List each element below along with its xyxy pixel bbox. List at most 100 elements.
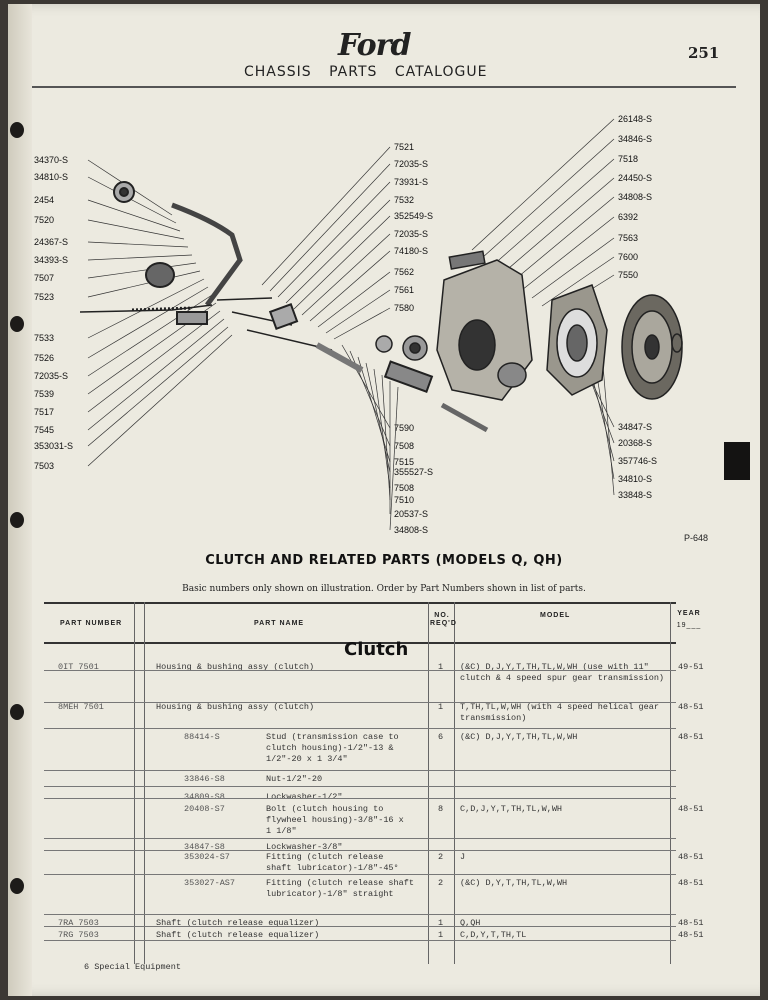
exploded-parts-diagram: 34370-S 34810-S 2454 7520 24367-S 34393-S 7507… [34,114,683,535]
year-cell: 48-51 [678,878,704,888]
callout-label: 34808-S [394,525,428,535]
callout-label: 355527-S [394,467,433,477]
header-part-name: PART NAME [254,620,305,627]
leader-line [501,177,615,275]
leader-line [481,138,615,259]
qty-cell: 1 [438,918,444,928]
callout-label: 34847-S [618,422,652,432]
part-name-cell: Housing & bushing assy (clutch) [156,702,315,712]
callout-label: 34810-S [34,172,68,182]
year-cell: 48-51 [678,852,704,862]
leader-line [521,216,615,291]
leader-line [277,181,391,298]
callout-label: 7580 [394,303,414,313]
part-number-cell: 20408-S7 [184,804,225,814]
qty-cell: 6 [438,732,444,742]
callout-label: 7590 [394,423,414,433]
header-model: MODEL [540,612,571,619]
part-number-cell: 353027-AS7 [184,878,236,888]
table-col-divider [428,602,429,964]
table-top-rule [44,602,676,604]
callout-label: 24367-S [34,237,68,247]
year-cell: 48-51 [678,732,704,742]
binder-hole [10,122,24,138]
callout-label: 26148-S [618,114,652,124]
header-part-number: PART NUMBER [60,620,123,627]
qty-cell: 2 [438,878,444,888]
leader-line [87,219,185,240]
row-rule [44,850,676,851]
callout-label: 7517 [34,407,54,417]
catalogue-page: { "header": { "brand": "Ford", "catalogu… [8,4,760,996]
leader-line [87,326,229,447]
leader-line [541,256,615,307]
clutch-housing-drawing [375,250,683,401]
leader-line [531,237,615,299]
callout-label: 7521 [394,142,414,152]
ford-logo: Ford [338,28,411,63]
leader-line [87,334,233,467]
callout-label: 353031-S [34,441,73,451]
row-rule [44,702,676,703]
callout-label: 7508 [394,441,414,451]
leader-line [87,318,225,431]
part-number-cell: 88414-S [184,732,220,742]
table-col-divider [454,602,455,964]
leader-line [301,233,391,316]
callout-label: 34393-S [34,255,68,265]
qty-cell: 1 [438,930,444,940]
leader-line [87,270,201,298]
callout-label: 7510 [394,495,414,505]
year-cell: 48-51 [678,804,704,814]
callout-label: 7533 [34,333,54,343]
callout-label: 7515 [394,457,414,467]
qty-cell: 1 [438,662,444,672]
callout-label: 7550 [618,270,638,280]
callout-label: 20537-S [394,509,428,519]
callout-label: 34808-S [618,192,652,202]
callout-label: 7523 [34,292,54,302]
leader-line [471,118,615,251]
index-tab [724,442,750,480]
leader-line [87,254,193,261]
model-cell: T,TH,TL,W,WH (with 4 speed helical gear … [460,702,659,723]
binder-hole [10,878,24,894]
callout-label: 7518 [618,154,638,164]
leader-line [325,289,391,334]
model-cell: (&C) D,J,Y,T,TH,TL,W,WH [460,732,578,742]
model-cell: C,D,Y,T,TH,TL [460,930,527,940]
part-name-cell: Shaft (clutch release equalizer) [156,930,320,940]
callout-label: 72035-S [394,159,428,169]
row-rule [44,914,676,915]
binder-edge [8,4,32,996]
year-cell: 48-51 [678,918,704,928]
row-rule [44,940,676,941]
part-number-cell: 7RG 7503 [58,930,99,940]
header-year-sub: 19___ [676,622,702,629]
row-rule [44,926,676,927]
part-number-cell: 8MEH 7501 [58,702,104,712]
callout-label: 20368-S [618,438,652,448]
leader-line [261,146,391,286]
pedal-linkage-drawing [79,181,489,433]
leader-line [389,386,399,531]
callout-label: 2454 [34,195,54,205]
callout-label: 72035-S [394,229,428,239]
binder-hole [10,316,24,332]
catalogue-title: CHASSIS PARTS CATALOGUE [244,64,488,80]
part-name-cell: Fitting (clutch release shaft lubricator… [266,852,399,873]
callout-label: 7507 [34,273,54,283]
callout-label: 352549-S [394,211,433,221]
part-number-cell: 7RA 7503 [58,918,99,928]
callout-label: 7520 [34,215,54,225]
row-rule [44,798,676,799]
callout-label: 7561 [394,285,414,295]
callout-label: 7526 [34,353,54,363]
row-rule [44,770,676,771]
callout-label: 357746-S [618,456,657,466]
callout-label: 34370-S [34,155,68,165]
callouts-right: 26148-S34846-S751824450-S34808-S63927563… [471,114,657,500]
leader-line [87,286,209,359]
row-rule [44,728,676,729]
group-title: Clutch [344,639,409,660]
